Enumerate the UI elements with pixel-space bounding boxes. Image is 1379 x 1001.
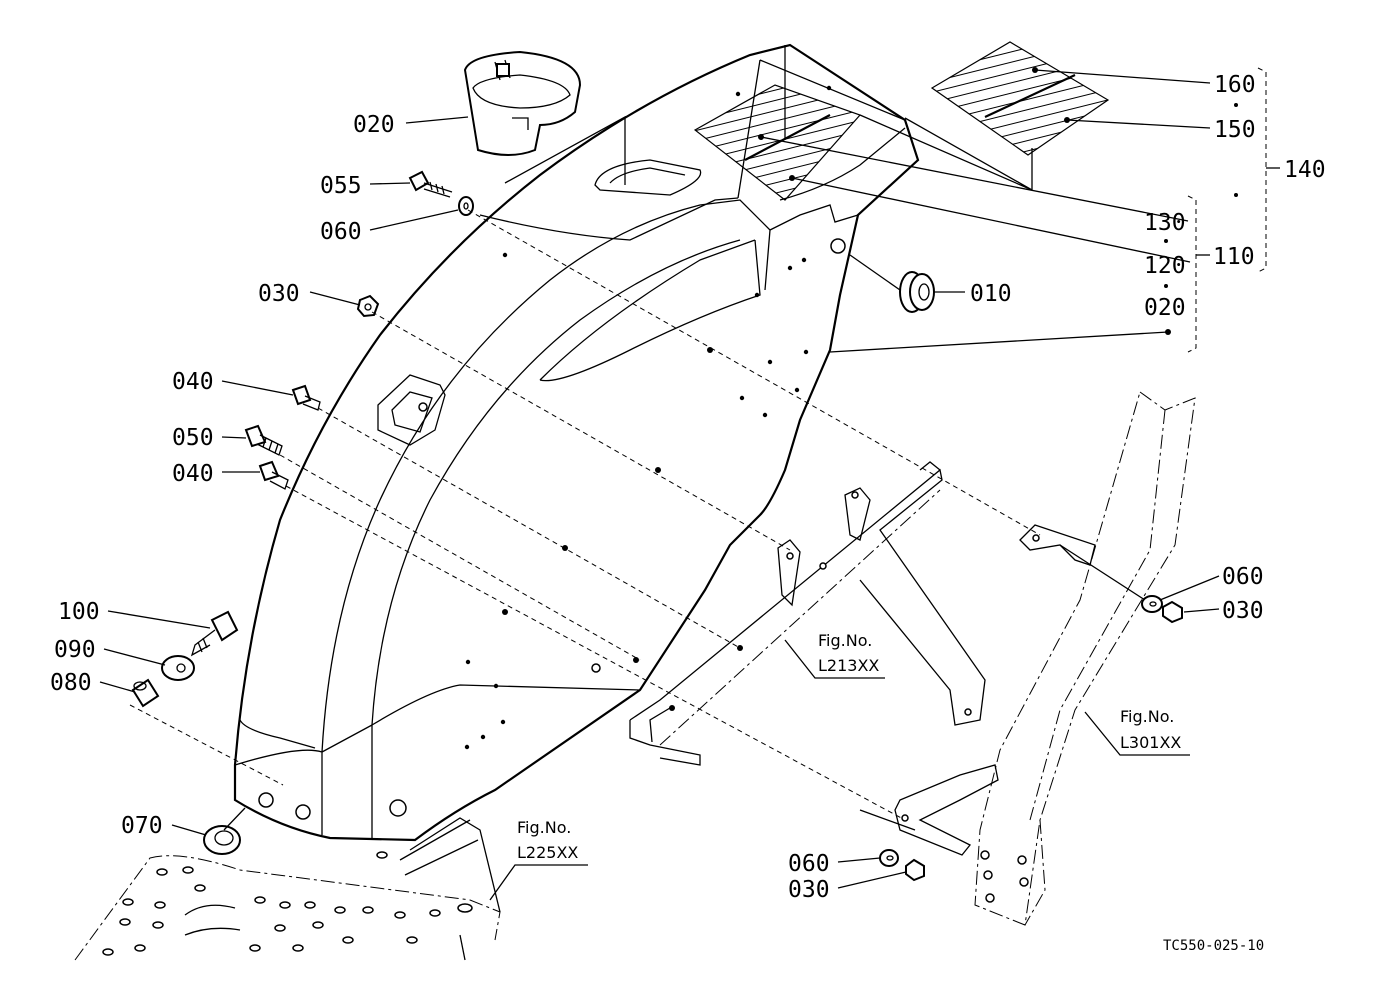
cup-holder bbox=[463, 50, 582, 156]
callout-060-bottom: 060 bbox=[788, 851, 830, 877]
nut-030-top bbox=[356, 294, 380, 318]
callout-030-bottom: 030 bbox=[788, 877, 830, 903]
nut-030-right bbox=[1162, 600, 1183, 624]
floor-plate bbox=[74, 817, 501, 961]
callout-080: 080 bbox=[50, 670, 92, 696]
callout-030-top: 030 bbox=[258, 281, 300, 307]
callout-010: 010 bbox=[970, 281, 1012, 307]
callout-060-top: 060 bbox=[320, 219, 362, 245]
washer-060-right bbox=[1141, 595, 1163, 613]
decal-panel-separate bbox=[930, 41, 1110, 156]
callout-040-a: 040 bbox=[172, 369, 214, 395]
stay-bracket-lower bbox=[894, 764, 999, 856]
fig-ref-l225-title: Fig.No. bbox=[517, 818, 571, 837]
bolt-050 bbox=[244, 424, 283, 456]
fig-ref-l213-number: L213XX bbox=[818, 656, 879, 675]
decal-panel-fender bbox=[693, 84, 862, 201]
grommet-010 bbox=[899, 271, 935, 313]
leader-lines bbox=[99, 69, 1220, 901]
callout-130: 130 bbox=[1144, 210, 1186, 236]
stay-bracket-right bbox=[1019, 524, 1096, 566]
callout-labels: 160 150 140 130 120 110 020 010 020 055 … bbox=[50, 72, 1326, 903]
callout-050: 050 bbox=[172, 425, 214, 451]
callout-100: 100 bbox=[58, 599, 100, 625]
callout-020-right: 020 bbox=[1144, 295, 1186, 321]
callout-120: 120 bbox=[1144, 253, 1186, 279]
callout-060-right: 060 bbox=[1222, 564, 1264, 590]
washer-060-bottom bbox=[879, 849, 899, 867]
callout-140: 140 bbox=[1284, 157, 1326, 183]
diagram-code: TC550-025-10 bbox=[1163, 938, 1264, 954]
fig-ref-l301-title: Fig.No. bbox=[1120, 707, 1174, 726]
bolt-040-a bbox=[291, 384, 321, 411]
bolt-100 bbox=[190, 610, 239, 657]
fig-ref-l301-number: L301XX bbox=[1120, 733, 1181, 752]
callout-070: 070 bbox=[121, 813, 163, 839]
figure-references: Fig.No. L213XX Fig.No. L301XX Fig.No. L2… bbox=[517, 631, 1181, 862]
fender-holes bbox=[464, 85, 832, 750]
callout-150: 150 bbox=[1214, 117, 1256, 143]
fig-ref-l225-number: L225XX bbox=[517, 843, 578, 862]
callout-040-b: 040 bbox=[172, 461, 214, 487]
fender-bracket bbox=[629, 461, 986, 766]
callout-110: 110 bbox=[1213, 244, 1255, 270]
grommet-070 bbox=[203, 825, 241, 855]
floor-plate-holes bbox=[102, 851, 473, 956]
washer-060-top bbox=[458, 196, 474, 216]
collar-080 bbox=[131, 678, 160, 708]
bolt-055 bbox=[408, 170, 453, 198]
group-brackets bbox=[1164, 67, 1280, 353]
callout-055: 055 bbox=[320, 173, 362, 199]
callout-160: 160 bbox=[1214, 72, 1256, 98]
bolt-040-b bbox=[258, 460, 289, 490]
callout-020-top: 020 bbox=[353, 112, 395, 138]
fender-body bbox=[233, 43, 920, 842]
nut-030-bottom bbox=[905, 858, 925, 882]
rops-frame bbox=[974, 391, 1196, 926]
fig-ref-l213-title: Fig.No. bbox=[818, 631, 872, 650]
washer-090 bbox=[161, 655, 195, 681]
callout-090: 090 bbox=[54, 637, 96, 663]
alignment-lines bbox=[129, 209, 1146, 831]
callout-030-right: 030 bbox=[1222, 598, 1264, 624]
